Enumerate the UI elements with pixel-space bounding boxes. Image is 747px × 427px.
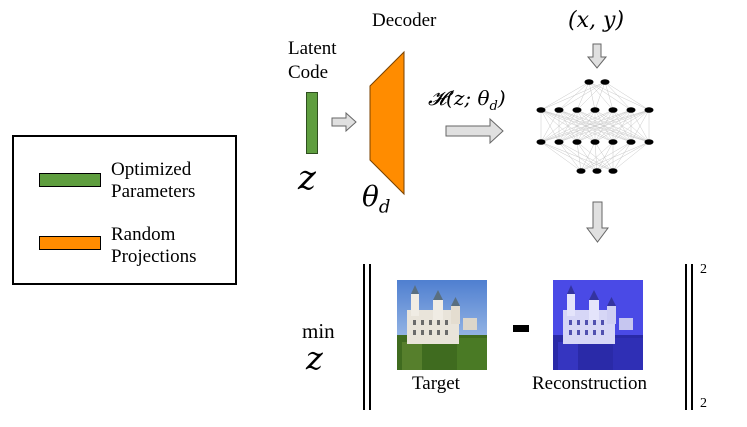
arrow-latent-to-decoder xyxy=(331,111,357,133)
legend-swatch-random xyxy=(39,236,101,250)
min-label: min xyxy=(302,319,335,343)
norm-superscript: 2 xyxy=(700,262,707,277)
mlp-node xyxy=(584,79,594,85)
target-image xyxy=(397,280,487,370)
mlp-node xyxy=(592,168,602,174)
decoder-label: Decoder xyxy=(372,10,437,31)
latent-symbol: z xyxy=(298,158,316,198)
legend-label-optimized-1: Optimized xyxy=(111,159,192,180)
legend-label-random-2: Projections xyxy=(111,246,197,267)
target-label: Target xyxy=(412,373,460,394)
mlp-node xyxy=(608,107,618,113)
latent-label-2: Code xyxy=(288,62,329,83)
mlp-node xyxy=(626,139,636,145)
norm-subscript: 2 xyxy=(700,396,707,411)
mlp-node xyxy=(554,107,564,113)
legend-label-optimized-2: Parameters xyxy=(111,181,196,202)
mlp-node xyxy=(554,139,564,145)
decoder-symbol: θd xyxy=(362,180,391,218)
min-symbol: z xyxy=(306,339,323,377)
arrow-network-to-reconstruction xyxy=(586,201,609,243)
minus-sign xyxy=(513,325,529,332)
decoder-trapezoid xyxy=(369,50,405,196)
latent-label-1: Latent xyxy=(288,38,337,59)
reconstruction-image xyxy=(553,280,643,370)
legend: Optimized Parameters Random Projections xyxy=(12,135,237,285)
norm-bars-left xyxy=(363,264,371,410)
mlp-node xyxy=(590,107,600,113)
mlp-node xyxy=(608,168,618,174)
mlp-node xyxy=(536,139,546,145)
legend-swatch-optimized xyxy=(39,173,101,187)
mlp-node xyxy=(576,168,586,174)
mlp-node xyxy=(626,107,636,113)
mlp-node xyxy=(536,107,546,113)
mlp-node xyxy=(600,79,610,85)
norm-bars-right xyxy=(685,264,693,410)
mlp-node xyxy=(644,107,654,113)
mlp-node xyxy=(608,139,618,145)
arrow-decoder-to-network xyxy=(445,117,504,145)
mlp-node xyxy=(572,107,582,113)
mlp-network xyxy=(536,79,654,174)
mlp-node xyxy=(644,139,654,145)
latent-code-bar xyxy=(306,92,318,154)
hypernet-output-label: 𝓗(z; θd) xyxy=(428,86,506,114)
mlp-node xyxy=(572,139,582,145)
legend-label-random-1: Random xyxy=(111,224,176,245)
reconstruction-label: Reconstruction xyxy=(532,373,648,394)
arrow-coords-to-network xyxy=(586,43,608,69)
mlp-node xyxy=(590,139,600,145)
coords-input-label: (x, y) xyxy=(568,8,625,33)
